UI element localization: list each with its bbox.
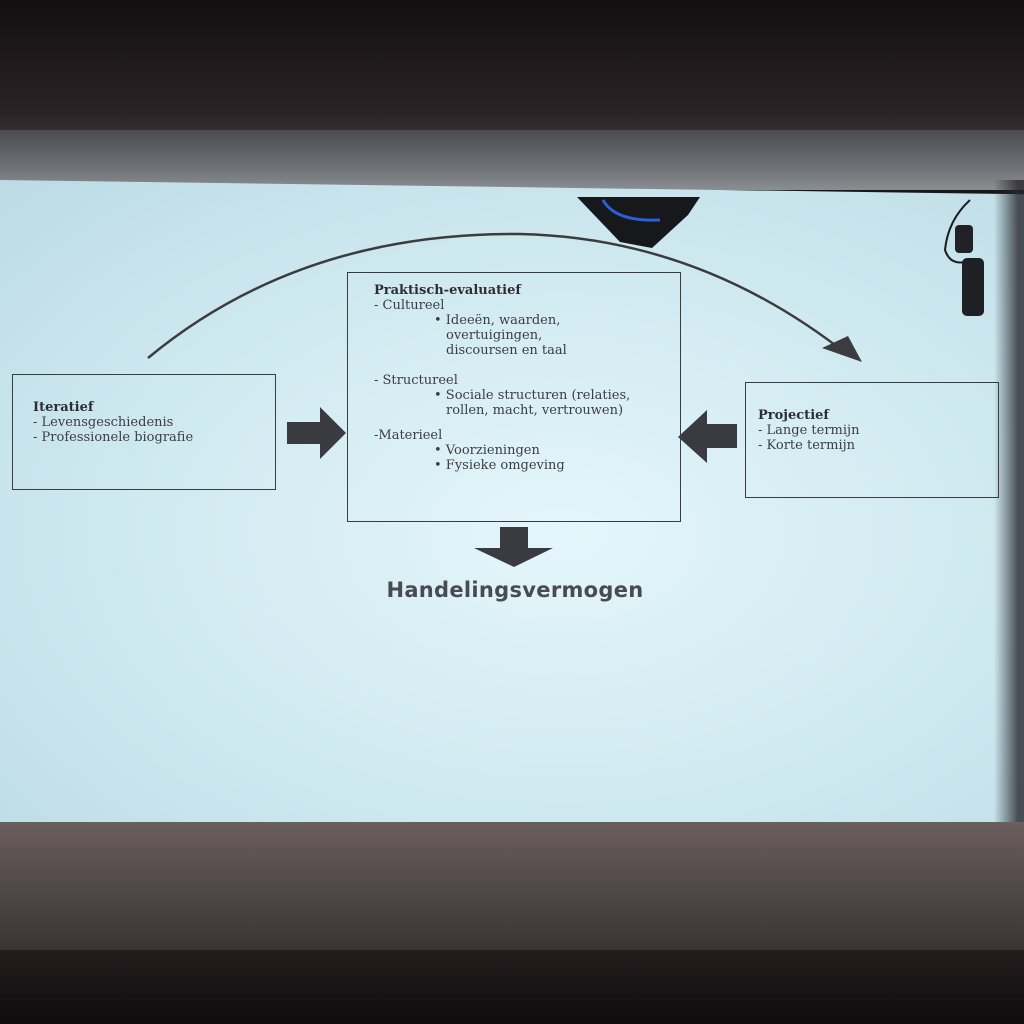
- arrow-left-to-center: [287, 407, 346, 459]
- curve-arrowhead: [822, 336, 862, 362]
- screen-bottom-bezel: [0, 822, 1024, 952]
- feedback-curve: [147, 232, 849, 359]
- praktisch-evaluatief-box: Praktisch-evaluatief - Cultureel • Ideeë…: [347, 272, 681, 522]
- projectief-box: Projectief - Lange termijn - Korte termi…: [745, 382, 999, 498]
- iteratief-item: - Professionele biografie: [33, 430, 194, 445]
- materieel-item: • Voorzieningen: [434, 443, 540, 458]
- materieel-item: • Fysieke omgeving: [434, 458, 565, 473]
- iteratief-item: - Levensgeschiedenis: [33, 415, 174, 430]
- room-floor: [0, 950, 1024, 1024]
- materieel-label: -Materieel: [374, 428, 443, 443]
- projectief-title: Projectief: [758, 408, 829, 423]
- praktisch-title: Praktisch-evaluatief: [374, 283, 521, 298]
- device-right-lower: [962, 258, 984, 316]
- cultureel-item: discoursen en taal: [446, 343, 567, 358]
- cable-right: [943, 199, 971, 264]
- cultureel-label: - Cultureel: [374, 298, 445, 313]
- room-ceiling: [0, 0, 1024, 140]
- structureel-label: - Structureel: [374, 373, 458, 388]
- iteratief-box: Iteratief - Levensgeschiedenis - Profess…: [12, 374, 276, 490]
- cultureel-item: • Ideeën, waarden,: [434, 313, 561, 328]
- projector-light-ring: [601, 199, 661, 222]
- cultureel-item: overtuigingen,: [446, 328, 543, 343]
- handelingsvermogen-label: Handelingsvermogen: [386, 578, 644, 602]
- device-right: [955, 225, 973, 253]
- projectief-item: - Korte termijn: [758, 438, 855, 453]
- projectief-item: - Lange termijn: [758, 423, 860, 438]
- screen-right-shadow: [994, 180, 1024, 825]
- arrow-right-to-center: [678, 410, 737, 463]
- iteratief-title: Iteratief: [33, 400, 94, 415]
- structureel-item: rollen, macht, vertrouwen): [446, 403, 624, 418]
- projector-silhouette: [577, 197, 700, 248]
- screen-housing: [0, 130, 1024, 190]
- projection-screen: [0, 180, 1024, 825]
- structureel-item: • Sociale structuren (relaties,: [434, 388, 631, 403]
- arrow-down-to-result: [474, 527, 553, 567]
